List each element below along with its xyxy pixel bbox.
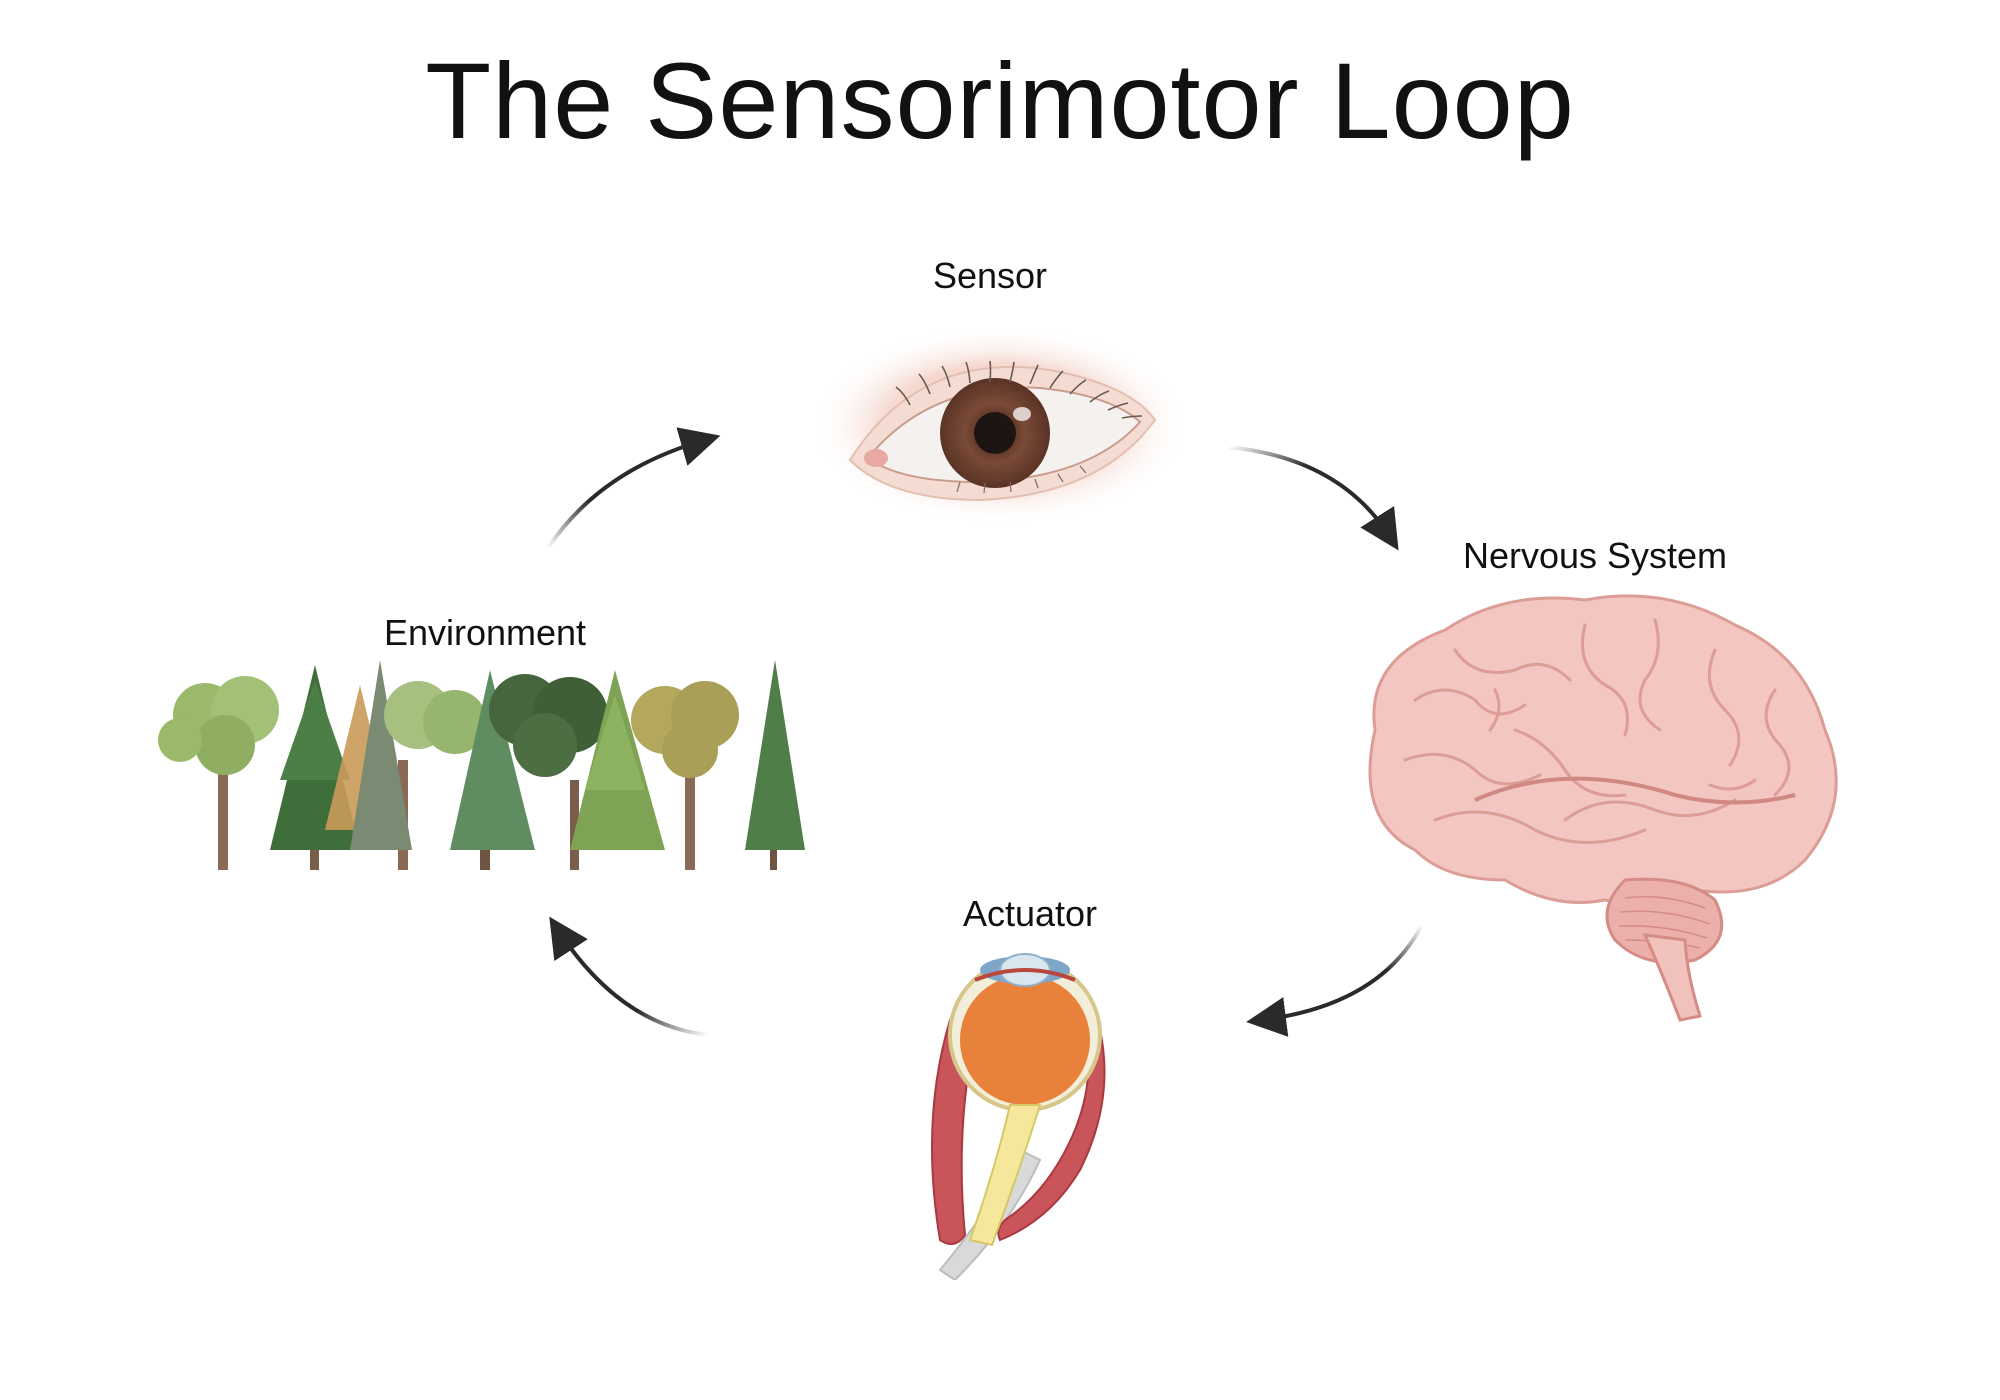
sensor-label: Sensor — [932, 255, 1048, 296]
actuator-label: Actuator — [962, 893, 1098, 934]
eye-icon — [810, 325, 1190, 525]
deciduous-tree-dark — [489, 674, 608, 777]
deciduous-tree-2 — [384, 681, 487, 754]
deciduous-tree-olive — [631, 681, 739, 778]
deciduous-tree-1 — [158, 676, 279, 775]
arrow-nervous-system-to-actuator — [1246, 924, 1424, 1037]
diagram-title: The Sensorimotor Loop — [425, 40, 1575, 161]
pine-tree-grey — [350, 660, 412, 850]
pine-tree-4 — [745, 660, 805, 850]
pine-tree-3 — [570, 670, 665, 850]
brain-icon — [1368, 594, 1838, 1022]
forest-icon — [158, 660, 805, 870]
arrow-sensor-to-nervous-system — [1227, 445, 1399, 551]
arrow-environment-to-sensor — [546, 427, 721, 550]
pine-tree-2 — [450, 670, 535, 850]
arrow-actuator-to-environment — [549, 916, 709, 1037]
eyeball-muscle-icon — [931, 953, 1106, 1280]
environment-label: Environment — [383, 612, 587, 653]
nervous-system-label: Nervous System — [1462, 535, 1728, 576]
